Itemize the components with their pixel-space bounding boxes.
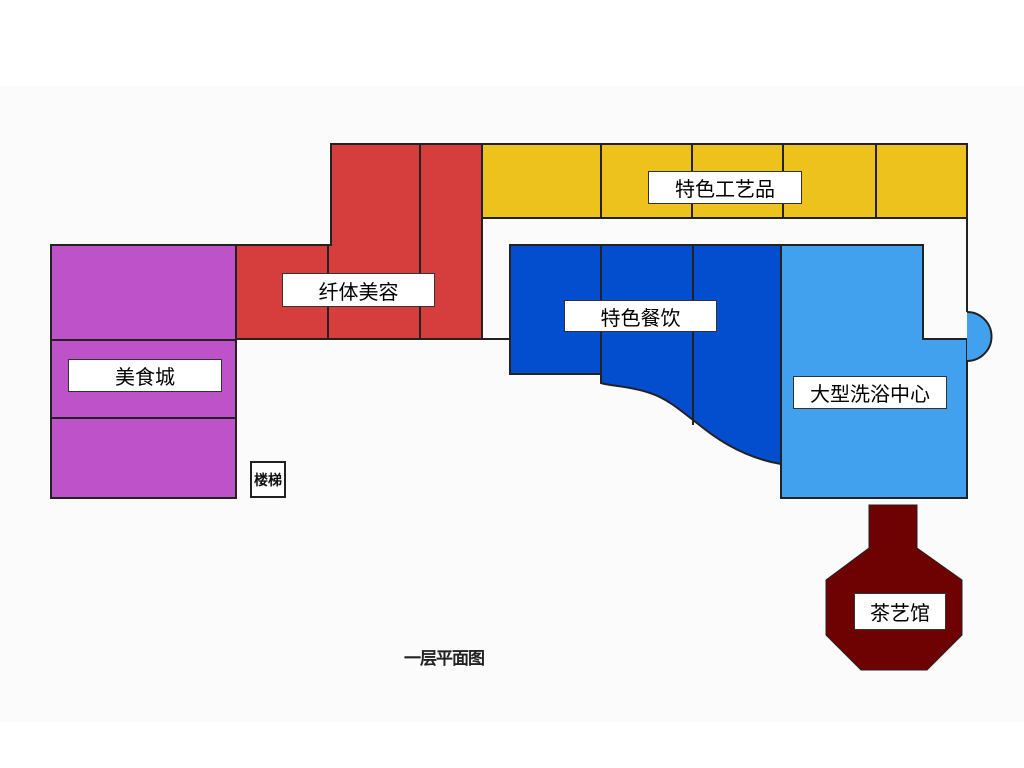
- zone-beauty-block: [235, 143, 483, 340]
- zone-dining: [509, 244, 782, 466]
- label-dining: 特色餐饮: [564, 300, 717, 332]
- zone-tea-house: [825, 504, 963, 671]
- zone-dining-block: [509, 244, 782, 466]
- label-beauty: 纤体美容: [282, 273, 435, 307]
- plan-caption: 一层平面图: [404, 649, 485, 669]
- zone-beauty: [235, 143, 483, 340]
- zone-tea-house-block: [825, 504, 963, 671]
- label-crafts: 特色工艺品: [648, 171, 802, 204]
- label-tea-house: 茶艺馆: [854, 593, 946, 630]
- zone-bath-center-block: [780, 244, 968, 499]
- stairs-marker: 楼梯: [250, 461, 286, 498]
- bath-center-bay: [966, 311, 993, 362]
- label-bath-center: 大型洗浴中心: [793, 376, 947, 409]
- label-food-court: 美食城: [68, 359, 222, 392]
- zone-bath-center: [780, 244, 993, 499]
